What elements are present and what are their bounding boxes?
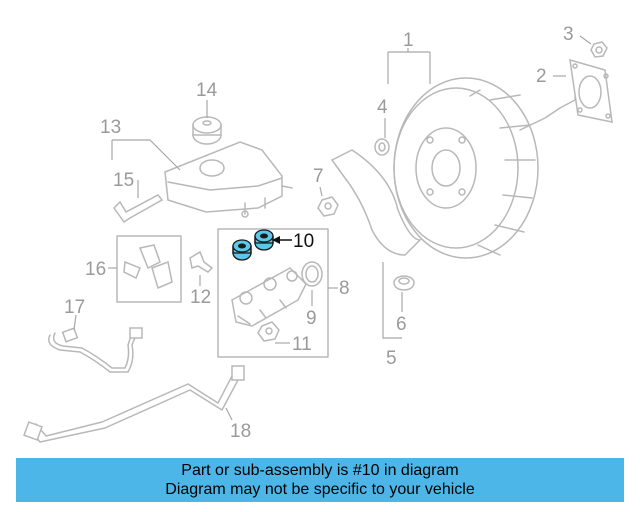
callout-17: 17 xyxy=(64,297,85,318)
callout-1: 1 xyxy=(403,30,414,51)
banner-line-2: Diagram may not be specific to your vehi… xyxy=(165,481,475,498)
callout-18: 18 xyxy=(230,421,251,442)
gasket-plate xyxy=(569,58,613,123)
callout-2: 2 xyxy=(536,66,547,87)
callout-10: 10 xyxy=(293,231,314,252)
grommet-6 xyxy=(393,275,415,291)
callout-13: 13 xyxy=(100,117,121,138)
callout-6: 6 xyxy=(396,314,407,335)
banner-line-1: Part or sub-assembly is #10 in diagram xyxy=(181,462,459,479)
sensor-group-box xyxy=(116,235,182,303)
callout-10-arrow xyxy=(272,236,292,244)
leader-lines xyxy=(73,35,592,421)
nut-7 xyxy=(317,196,339,217)
retaining-pin xyxy=(113,194,164,224)
brake-booster xyxy=(393,77,582,259)
fluid-reservoir xyxy=(164,141,293,218)
callout-7: 7 xyxy=(313,166,324,187)
callout-5: 5 xyxy=(386,348,397,369)
oring-9 xyxy=(301,261,323,287)
callout-3: 3 xyxy=(563,24,574,45)
callout-12: 12 xyxy=(190,287,211,308)
brake-line-18 xyxy=(23,365,245,443)
seal-4 xyxy=(374,138,390,156)
callout-14: 14 xyxy=(196,80,218,101)
master-cylinder-box xyxy=(217,228,329,358)
nut-11 xyxy=(257,321,280,342)
nut-3 xyxy=(590,41,608,58)
callout-11: 11 xyxy=(292,334,312,355)
callout-9: 9 xyxy=(306,308,317,329)
info-banner: Part or sub-assembly is #10 in diagram D… xyxy=(16,458,624,502)
reservoir-cap xyxy=(192,116,222,145)
bolt-12 xyxy=(189,250,214,273)
heat-shield xyxy=(330,149,422,256)
callout-16: 16 xyxy=(85,259,106,280)
callout-8: 8 xyxy=(339,278,350,299)
callout-15: 15 xyxy=(113,170,134,191)
highlighted-part-10 xyxy=(232,229,274,261)
brake-line-17 xyxy=(48,327,143,373)
callout-4: 4 xyxy=(377,97,388,118)
